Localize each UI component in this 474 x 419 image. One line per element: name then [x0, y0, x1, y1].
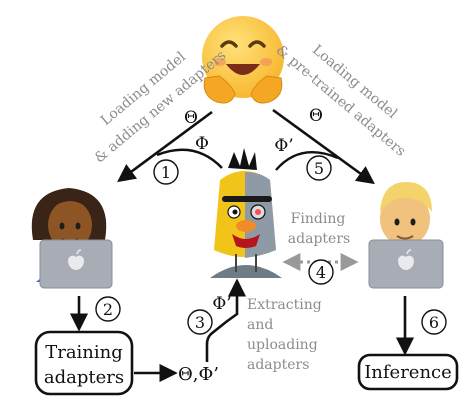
extract-label-3: uploading — [247, 337, 318, 353]
arrow-load-to-trainer — [117, 110, 223, 183]
theta-phi-prime-label: Θ,Φ’ — [178, 364, 219, 385]
training-label-1: Training — [45, 342, 123, 363]
step-6-number: 6 — [429, 313, 439, 332]
right-laptop-icon — [368, 239, 444, 289]
phi-prime-right-label: Φ’ — [274, 136, 293, 156]
step-3-badge — [187, 309, 213, 335]
step-4-number: 4 — [316, 263, 326, 282]
inference-label: Inference — [364, 362, 452, 383]
extract-label-4: adapters — [247, 357, 309, 373]
step-6-badge — [421, 309, 447, 335]
arrow-load-to-inference-user — [272, 108, 375, 185]
theta-right-label: Θ — [309, 106, 323, 126]
step-2-number: 2 — [103, 300, 113, 319]
step-1-badge — [153, 159, 179, 185]
finding-label-1: Finding — [291, 211, 346, 227]
training-adapters-box — [34, 330, 134, 396]
step-5-number: 5 — [314, 159, 324, 178]
inference-box — [357, 353, 459, 391]
step-1-number: 1 — [161, 163, 171, 182]
arrow-upload-to-robot — [205, 278, 247, 362]
step-2-badge — [95, 296, 121, 322]
left-laptop-icon — [39, 239, 113, 289]
theta-left-label: Θ — [184, 108, 198, 128]
phi-left-label: Φ — [195, 134, 209, 154]
finding-label-2: adapters — [288, 231, 350, 247]
step-3-number: 3 — [195, 313, 205, 332]
phi-prime-upload-label: Φ’ — [212, 294, 231, 314]
bert-robot-emoji — [210, 148, 282, 278]
step-5-badge — [306, 155, 332, 181]
step-4-badge — [308, 259, 334, 285]
hugging-face-emoji — [202, 16, 284, 104]
extract-label-1: Extracting — [247, 297, 322, 313]
training-label-2: adapters — [44, 367, 124, 388]
extract-label-2: and — [247, 317, 273, 333]
